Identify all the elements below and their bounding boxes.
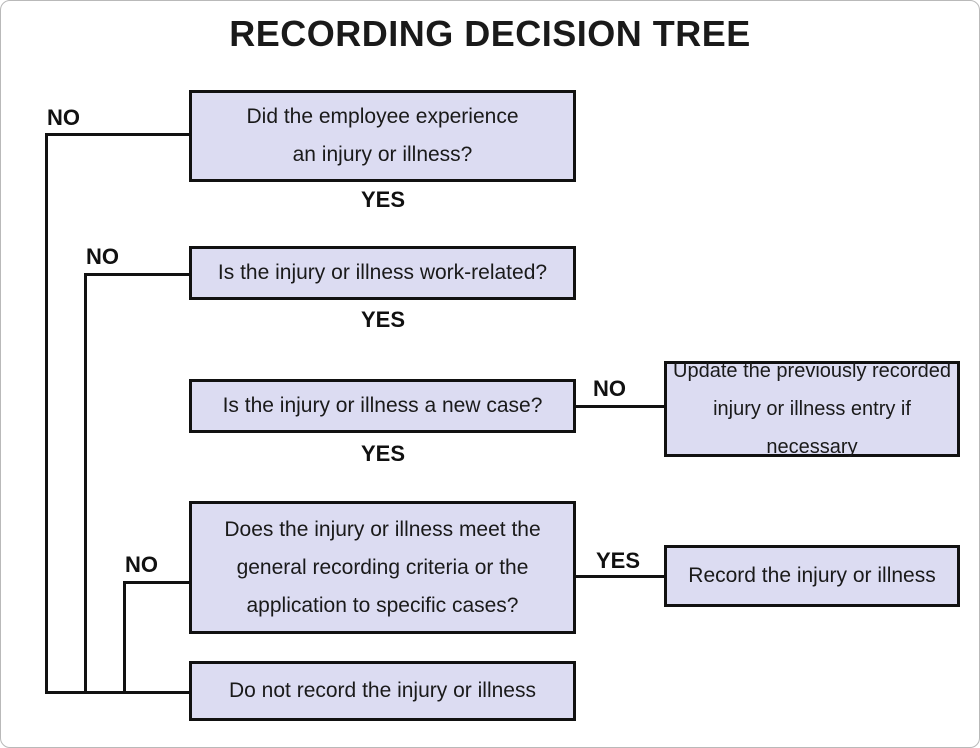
question-box-line: general recording criteria or the bbox=[236, 555, 529, 579]
outcome-box-line: Update the previously recorded bbox=[673, 360, 951, 382]
q2-no-connector-horizontal bbox=[84, 273, 191, 276]
outcome-box-update-entry: Update the previously recorded injury or… bbox=[664, 360, 960, 458]
edge-label-q3-yes: YES bbox=[361, 441, 406, 466]
question-box-line: Does the injury or illness meet the bbox=[224, 517, 541, 541]
question-box-recording-criteria: Does the injury or illness meet the gene… bbox=[189, 501, 576, 634]
diagram-title: RECORDING DECISION TREE bbox=[229, 13, 751, 54]
q4-no-connector-vertical bbox=[123, 581, 126, 694]
outcome-box-text: Do not record the injury or illness bbox=[229, 679, 536, 702]
edge-label-q3-no: NO bbox=[593, 376, 626, 401]
question-box-line: application to specific cases? bbox=[246, 593, 519, 617]
edge-label-q1-no: NO bbox=[47, 105, 80, 130]
question-box-work-related: Is the injury or illness work-related? bbox=[189, 246, 576, 300]
q4-yes-connector bbox=[575, 575, 666, 578]
edge-label-q1-yes: YES bbox=[361, 187, 406, 212]
outcome-box-record: Record the injury or illness bbox=[664, 545, 960, 607]
no-branch-bus-line bbox=[45, 691, 191, 694]
outcome-box-text: Record the injury or illness bbox=[688, 564, 936, 587]
question-box-line: an injury or illness? bbox=[292, 143, 473, 166]
q1-no-connector-vertical bbox=[45, 133, 48, 694]
edge-label-q2-no: NO bbox=[86, 244, 119, 269]
q1-no-connector-horizontal bbox=[45, 133, 191, 136]
edge-label-q4-no: NO bbox=[125, 552, 158, 577]
outcome-box-line: injury or illness entry if necessary bbox=[713, 398, 911, 458]
edge-label-q4-yes: YES bbox=[596, 548, 641, 573]
question-box-text: Is the injury or illness work-related? bbox=[217, 261, 548, 284]
edge-label-q2-yes: YES bbox=[361, 307, 406, 332]
q2-no-connector-vertical bbox=[84, 273, 87, 694]
q4-no-connector-horizontal bbox=[123, 581, 191, 584]
question-box-new-case: Is the injury or illness a new case? bbox=[189, 379, 576, 433]
question-box-experience-injury: Did the employee experience an injury or… bbox=[189, 90, 576, 182]
q3-no-connector bbox=[575, 405, 666, 408]
question-box-text: Is the injury or illness a new case? bbox=[222, 394, 543, 417]
outcome-box-do-not-record: Do not record the injury or illness bbox=[189, 661, 576, 721]
question-box-line: Did the employee experience bbox=[246, 105, 519, 128]
